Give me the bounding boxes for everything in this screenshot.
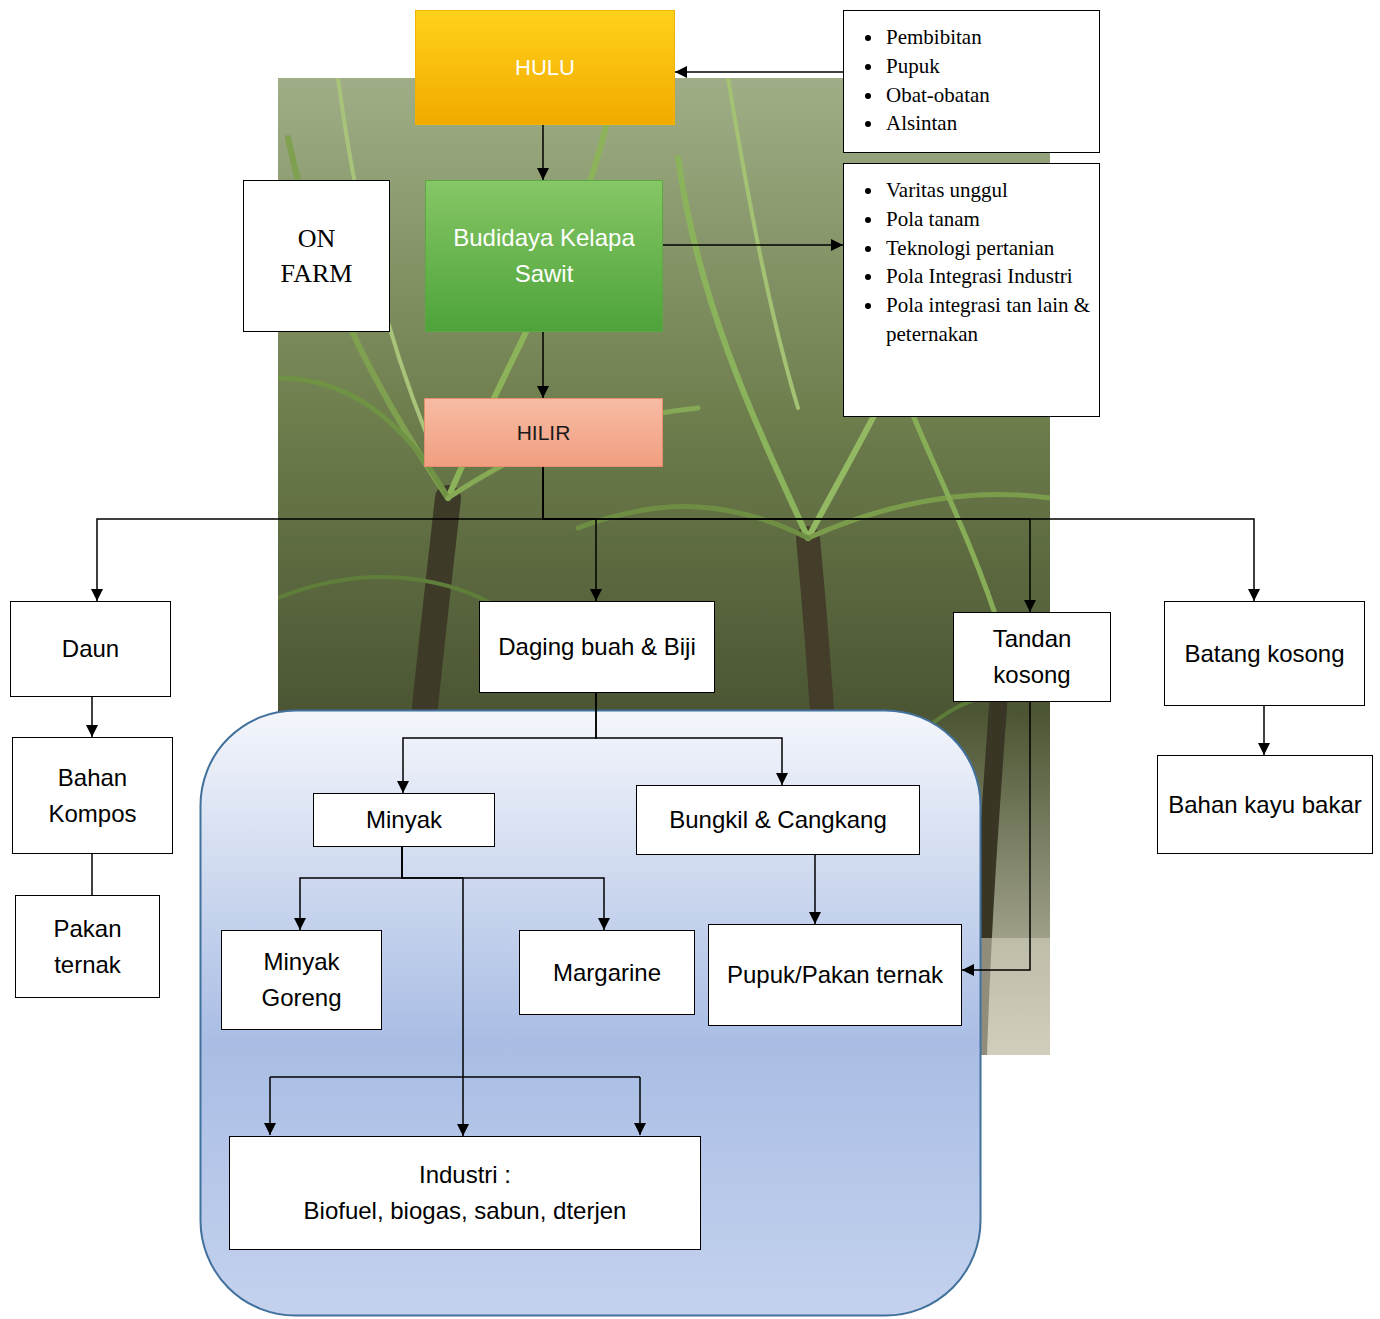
product-box: Pupuk/Pakan ternak bbox=[708, 924, 962, 1026]
connector-arrow bbox=[300, 847, 402, 930]
box-text: ON FARM bbox=[266, 221, 367, 291]
connector-arrow bbox=[596, 693, 782, 785]
input-list-box: PembibitanPupukObat-obatanAlsintan bbox=[843, 10, 1100, 153]
box-text: Tandan kosong bbox=[964, 621, 1100, 693]
product-box: Daun bbox=[10, 601, 171, 697]
connector-arrow bbox=[675, 71, 843, 73]
product-box: Bahan Kompos bbox=[12, 737, 173, 854]
box-text: Margarine bbox=[530, 955, 684, 991]
connector-arrow bbox=[543, 467, 1254, 601]
box-text: Minyak Goreng bbox=[232, 944, 371, 1016]
list-item: Alsintan bbox=[884, 109, 1123, 138]
box-text: Minyak bbox=[324, 802, 484, 838]
process-box: Budidaya Kelapa Sawit bbox=[425, 180, 663, 332]
connector-arrow bbox=[663, 244, 843, 246]
connector-arrow bbox=[1263, 706, 1265, 755]
list-item: Pola tanam bbox=[884, 205, 1123, 234]
stage-label-box: ON FARM bbox=[243, 180, 390, 332]
box-text: HILIR bbox=[435, 421, 652, 445]
box-text: Bahan kayu bakar bbox=[1168, 787, 1362, 823]
box-text: Industri : bbox=[240, 1157, 690, 1193]
connector-arrow bbox=[542, 332, 544, 398]
product-box: Daging buah & Biji bbox=[479, 601, 715, 693]
product-box: Pakan ternak bbox=[15, 895, 160, 998]
input-list-box: Varitas unggulPola tanamTeknologi pertan… bbox=[843, 163, 1100, 417]
box-text: Daging buah & Biji bbox=[490, 629, 704, 665]
product-box: Minyak Goreng bbox=[221, 930, 382, 1030]
product-box: Tandan kosong bbox=[953, 612, 1111, 702]
product-box: Batang kosong bbox=[1164, 601, 1365, 706]
list-item: Pola integrasi tan lain & peternakan bbox=[884, 291, 1123, 349]
list-item: Varitas unggul bbox=[884, 176, 1123, 205]
box-text: HULU bbox=[426, 55, 664, 81]
list-item: Pola Integrasi Industri bbox=[884, 262, 1123, 291]
product-box: Bahan kayu bakar bbox=[1157, 755, 1373, 854]
box-text: Pupuk/Pakan ternak bbox=[719, 957, 951, 993]
box-text: Bungkil & Cangkang bbox=[647, 802, 909, 838]
box-text: Budidaya Kelapa Sawit bbox=[438, 220, 650, 292]
stage-box: HULU bbox=[415, 10, 675, 125]
connector-arrow bbox=[543, 467, 596, 601]
connector-arrow bbox=[542, 125, 544, 180]
list-item: Obat-obatan bbox=[884, 81, 1123, 110]
list-item: Pembibitan bbox=[884, 23, 1123, 52]
box-text: Bahan Kompos bbox=[23, 760, 162, 832]
connector-arrow bbox=[402, 847, 604, 930]
box-text: Pakan ternak bbox=[26, 911, 149, 983]
product-box: Margarine bbox=[519, 930, 695, 1015]
connector-arrow bbox=[403, 693, 596, 793]
connector-arrow bbox=[543, 467, 1030, 612]
connector-arrow bbox=[814, 855, 816, 924]
stage-box: HILIR bbox=[424, 398, 663, 467]
industry-box: Industri :Biofuel, biogas, sabun, dterje… bbox=[229, 1136, 701, 1250]
product-box: Bungkil & Cangkang bbox=[636, 785, 920, 855]
connector-arrow bbox=[962, 702, 1030, 970]
connector-arrow bbox=[402, 847, 463, 1136]
box-text: Batang kosong bbox=[1175, 636, 1354, 672]
list-item: Pupuk bbox=[884, 52, 1123, 81]
connector-arrow bbox=[91, 854, 93, 895]
connector-arrow bbox=[97, 467, 543, 601]
box-subtext: Biofuel, biogas, sabun, dterjen bbox=[240, 1193, 690, 1229]
product-box: Minyak bbox=[313, 793, 495, 847]
list-item: Teknologi pertanian bbox=[884, 234, 1123, 263]
connector-arrow bbox=[91, 697, 93, 737]
box-text: Daun bbox=[21, 631, 160, 667]
